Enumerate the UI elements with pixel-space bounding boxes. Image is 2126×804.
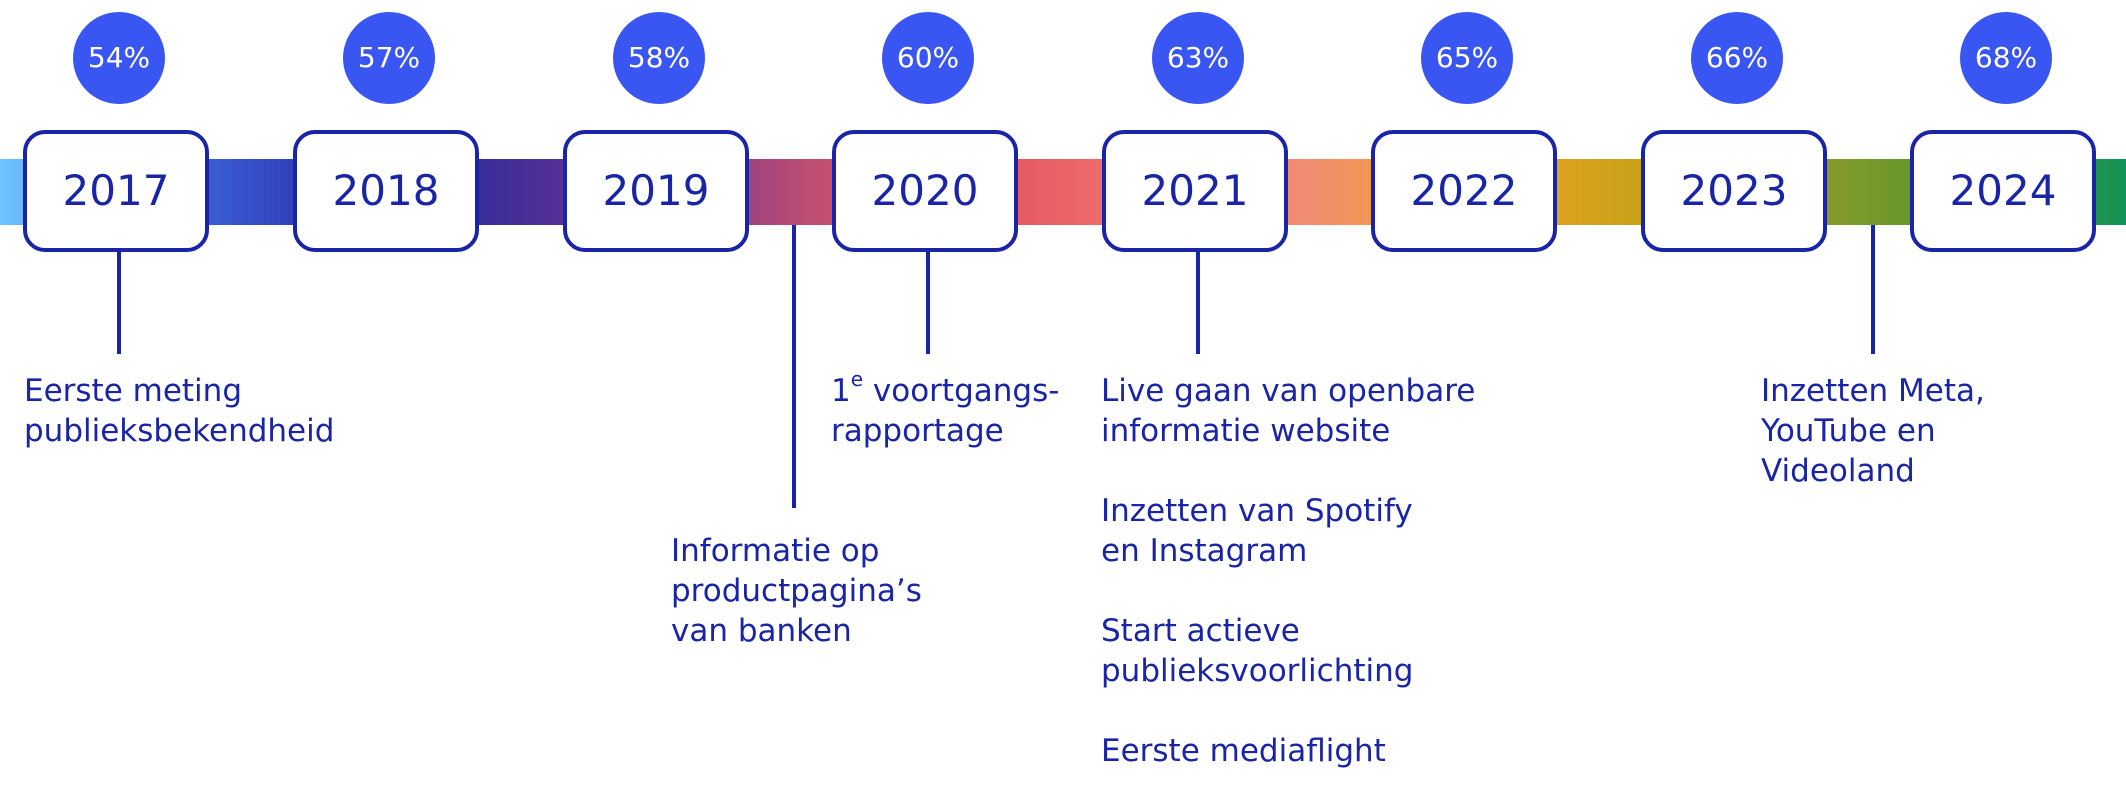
event-caption-2017: Eerste meting publieksbekendheid xyxy=(24,371,334,451)
year-box-2023: 2023 xyxy=(1641,130,1827,252)
event-text-line: productpagina’s xyxy=(671,573,922,609)
event-text-line: rapportage xyxy=(831,413,1004,449)
percentage-circle-2021: 63% xyxy=(1152,12,1244,104)
year-box-2021: 2021 xyxy=(1102,130,1288,252)
year-box-2022: 2022 xyxy=(1371,130,1557,252)
event-text-line: publieksvoorlichting xyxy=(1101,653,1414,689)
event-caption-2019: Informatie op productpagina’s van banken xyxy=(671,531,922,651)
ordinal-number: 1 xyxy=(831,373,851,409)
percentage-circle-2017: 54% xyxy=(73,12,165,104)
percentage-circle-2024: 68% xyxy=(1960,12,2052,104)
connector-2023 xyxy=(1871,225,1875,354)
percentage-circle-2019: 58% xyxy=(613,12,705,104)
connector-2020 xyxy=(926,252,930,354)
event-text-line: publieksbekendheid xyxy=(24,413,335,449)
year-box-2024: 2024 xyxy=(1910,130,2096,252)
event-caption-2021: Live gaan van openbare informatie websit… xyxy=(1101,371,1475,771)
event-text-line: YouTube en xyxy=(1761,413,1936,449)
event-text-line: Eerste mediaflight xyxy=(1101,733,1386,769)
connector-2019 xyxy=(792,225,796,508)
percentage-circle-2023: 66% xyxy=(1691,12,1783,104)
event-text-line: informatie website xyxy=(1101,413,1391,449)
event-text-line: Inzetten van Spotify xyxy=(1101,493,1413,529)
connector-2017 xyxy=(117,252,121,354)
year-box-2018: 2018 xyxy=(293,130,479,252)
year-box-2017: 2017 xyxy=(23,130,209,252)
event-text-line: en Instagram xyxy=(1101,533,1308,569)
event-text-line: Informatie op xyxy=(671,533,880,569)
event-text-line: Live gaan van openbare xyxy=(1101,373,1476,409)
event-text-line: Inzetten Meta, xyxy=(1761,373,1985,409)
ordinal-superscript: e xyxy=(850,366,864,391)
event-caption-2023: Inzetten Meta, YouTube en Videoland xyxy=(1761,371,1985,491)
percentage-circle-2018: 57% xyxy=(343,12,435,104)
event-text-line: Videoland xyxy=(1761,453,1915,489)
event-text-line: Start actieve xyxy=(1101,613,1300,649)
connector-2021 xyxy=(1196,252,1200,354)
year-box-2019: 2019 xyxy=(563,130,749,252)
event-text-line: Eerste meting xyxy=(24,373,242,409)
event-text-line: 1e voortgangs- xyxy=(831,369,1060,411)
percentage-circle-2020: 60% xyxy=(882,12,974,104)
percentage-circle-2022: 65% xyxy=(1421,12,1513,104)
event-caption-2020: 1e voortgangs- rapportage xyxy=(831,369,1060,451)
year-box-2020: 2020 xyxy=(832,130,1018,252)
event-text-line: van banken xyxy=(671,613,852,649)
event-text-rest: voortgangs- xyxy=(863,373,1060,409)
